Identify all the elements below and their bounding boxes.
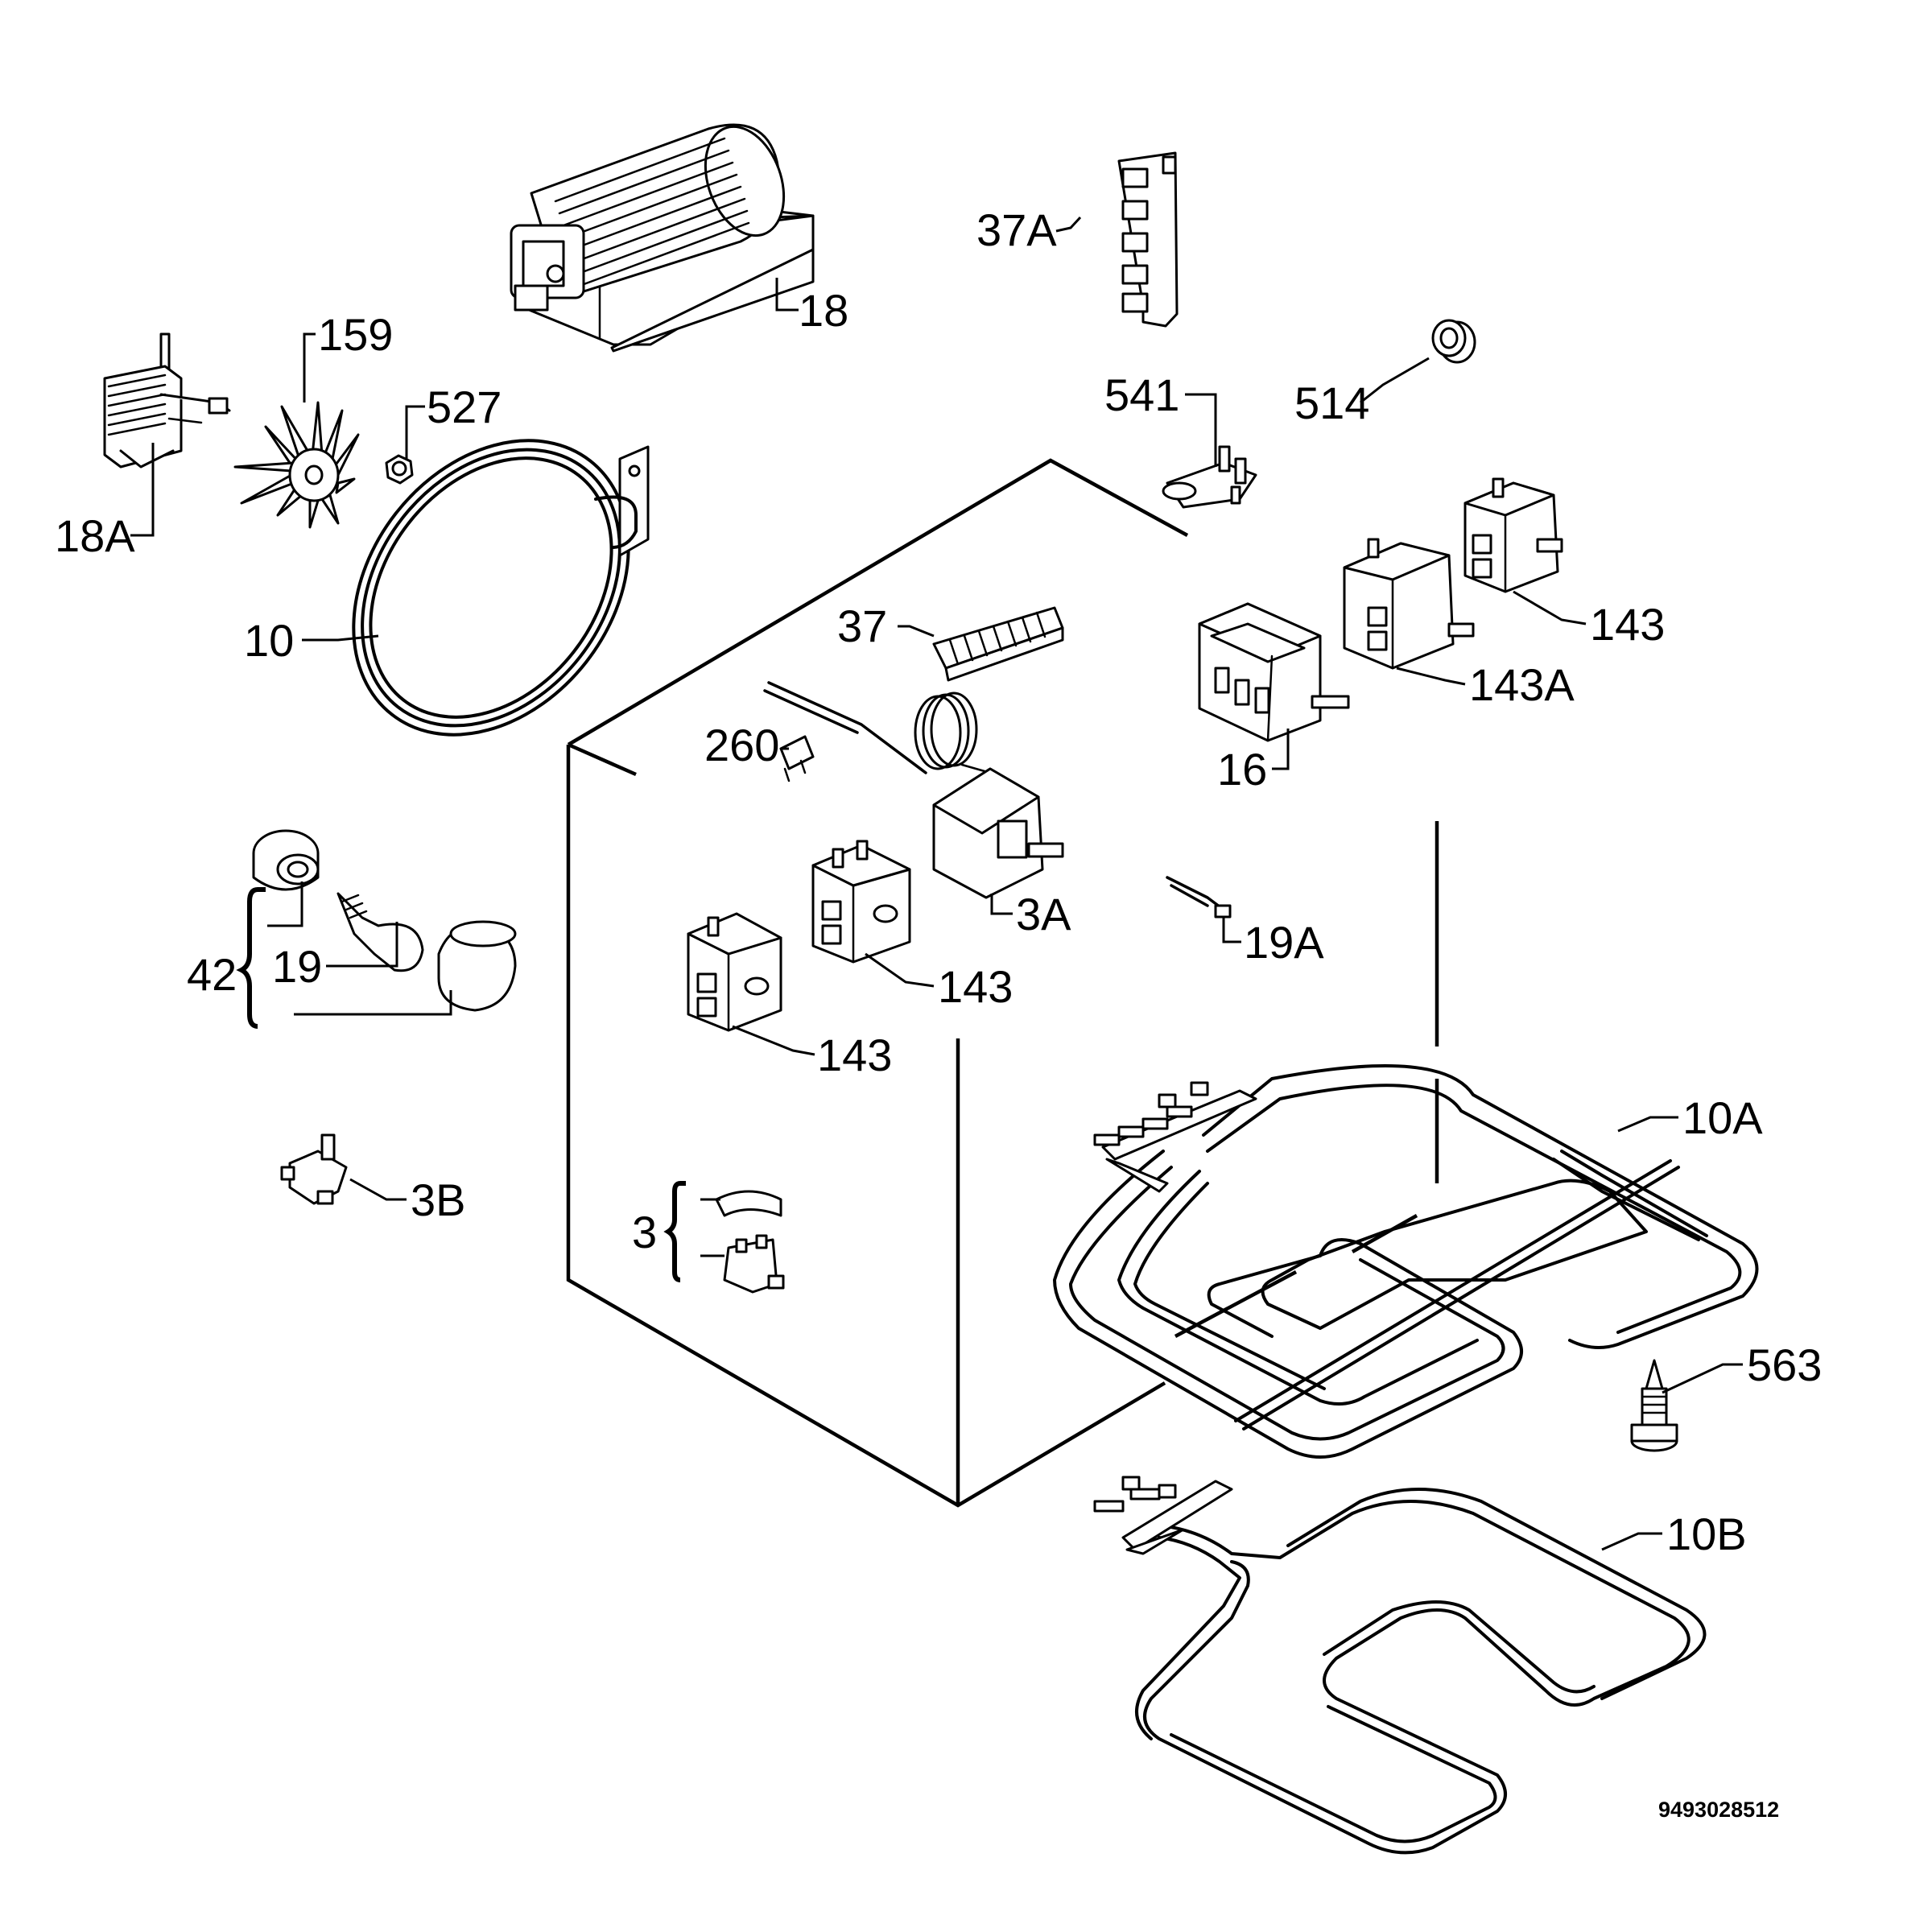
switch-143-middle [811, 840, 911, 964]
terminal-bracket-37a [1117, 151, 1179, 328]
label-3b: 3B [411, 1174, 466, 1225]
label-527: 527 [427, 382, 502, 432]
lamp-holder-514 [1431, 319, 1476, 364]
label-10: 10 [244, 615, 294, 666]
label-10a: 10A [1682, 1092, 1763, 1143]
label-143-lower: 143 [817, 1030, 892, 1080]
bottom-element-10b [1093, 1476, 1707, 1855]
label-19a: 19A [1244, 917, 1324, 968]
terminal-strip-37 [932, 606, 1064, 682]
label-18: 18 [799, 285, 848, 336]
label-19: 19 [272, 941, 322, 992]
clip-3b [280, 1133, 348, 1205]
leader-lines [130, 216, 1743, 1551]
label-16: 16 [1217, 744, 1267, 795]
label-541: 541 [1104, 369, 1179, 420]
label-143-middle: 143 [938, 961, 1013, 1012]
label-514: 514 [1294, 378, 1369, 428]
switch-143-top [1463, 477, 1563, 593]
label-3a: 3A [1016, 889, 1071, 939]
label-3: 3 [632, 1207, 657, 1257]
label-37a: 37A [976, 204, 1057, 255]
braces [236, 887, 686, 1282]
nut-527 [385, 454, 414, 485]
label-159: 159 [318, 309, 393, 360]
clips-3 [715, 1190, 785, 1294]
fan-motor-18a [103, 332, 231, 469]
clip-260 [779, 735, 815, 782]
label-563: 563 [1747, 1340, 1822, 1390]
fan-blade-159 [233, 401, 360, 529]
label-10b: 10B [1666, 1509, 1747, 1559]
label-143-top: 143 [1590, 599, 1665, 650]
label-42: 42 [187, 949, 237, 1000]
switch-143-lower [687, 912, 782, 1032]
selector-switch-16 [1198, 602, 1350, 742]
oven-cavity-outline [566, 458, 1439, 1508]
label-260: 260 [704, 720, 779, 770]
circular-element-10 [352, 439, 650, 737]
lamp-set-42 [252, 829, 517, 1012]
grill-element-10a [1053, 1064, 1759, 1459]
tangential-fan-18 [510, 123, 815, 353]
thermostat-3a [763, 681, 1064, 899]
part-labels: 18 18A 159 527 10 37A 541 514 37 143 143… [55, 204, 1822, 1822]
screw-563 [1630, 1359, 1678, 1452]
label-37: 37 [837, 601, 887, 651]
switch-541 [1162, 445, 1257, 509]
label-143a: 143A [1469, 659, 1575, 710]
label-18a: 18A [55, 510, 135, 561]
document-number: 9493028512 [1658, 1798, 1779, 1822]
probe-19a [1166, 876, 1232, 919]
switch-143a [1343, 538, 1475, 670]
